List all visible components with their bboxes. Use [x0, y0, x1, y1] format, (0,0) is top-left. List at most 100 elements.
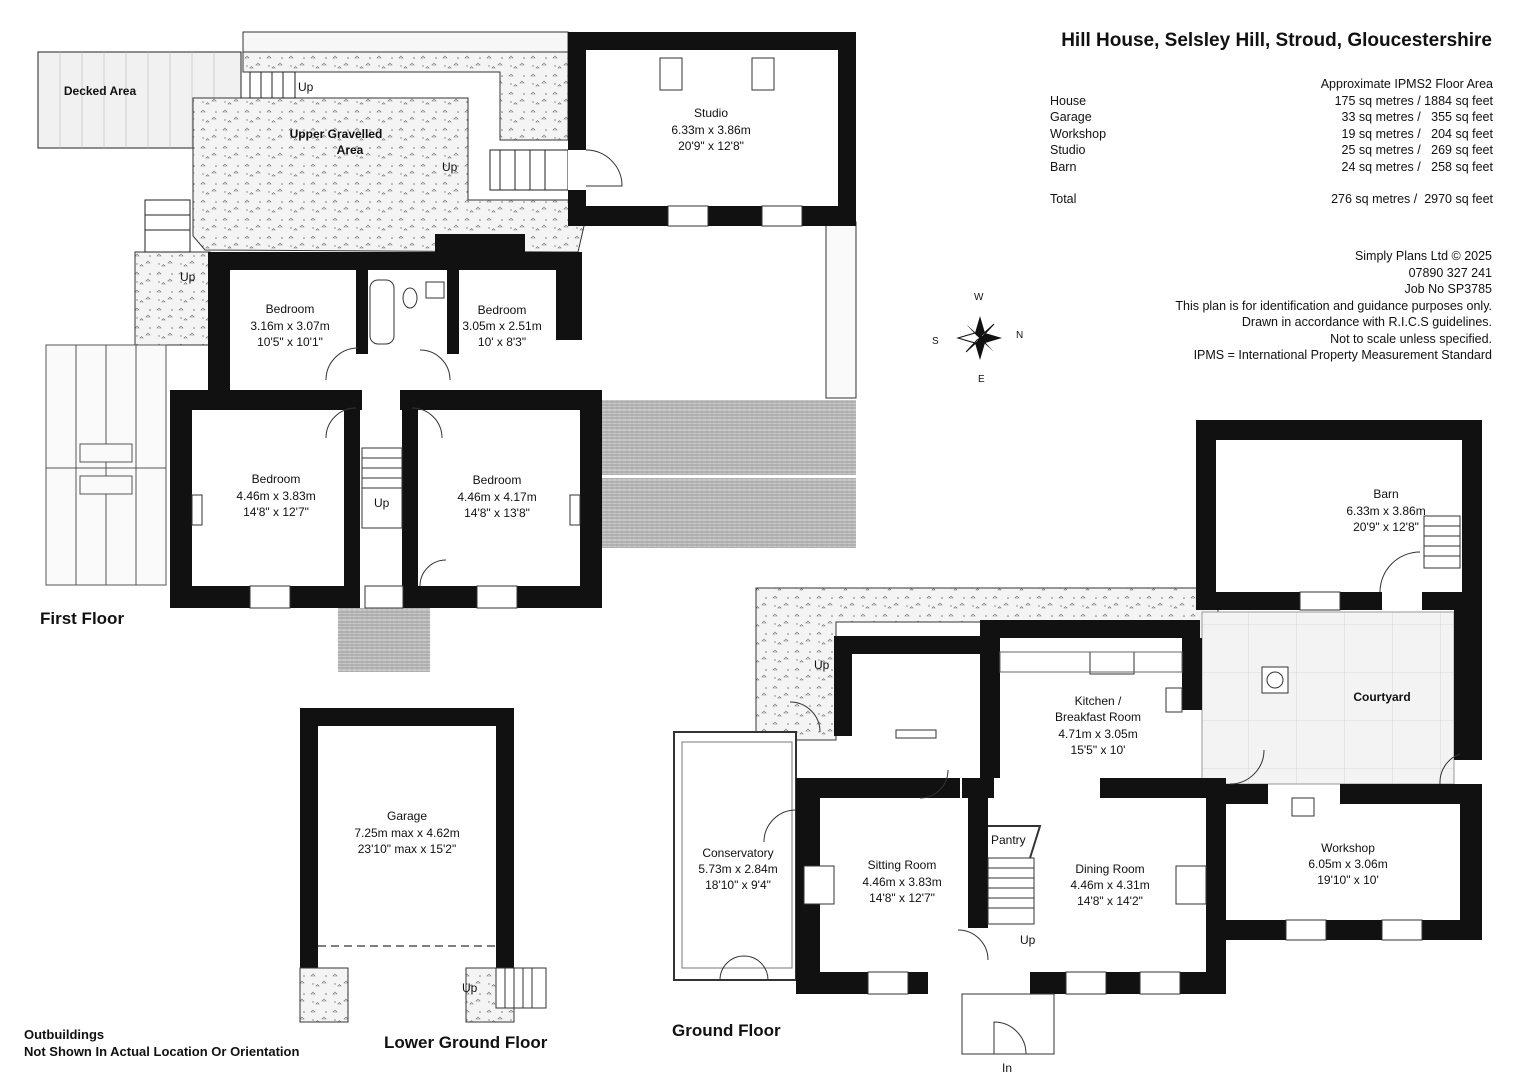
pantry-wall — [988, 825, 1042, 859]
door-swings — [325, 347, 451, 587]
window — [667, 205, 709, 227]
credits-block: Simply Plans Ltd © 2025 07890 327 241 Jo… — [1175, 248, 1492, 364]
garage-name: Garage — [387, 809, 427, 823]
glazed-frame — [45, 344, 167, 586]
entrance-label: In — [1002, 1061, 1012, 1075]
studio-door-gap — [568, 150, 586, 190]
plan-title: Hill House, Selsley Hill, Stroud, Glouce… — [1061, 30, 1492, 51]
bedroom-name: Bedroom — [478, 303, 527, 317]
area-row-value: 19 sq metres / 204 sq feet — [1341, 126, 1493, 141]
courtyard-feature — [1266, 671, 1284, 689]
up-label: Up — [442, 160, 458, 174]
staircase — [361, 447, 403, 529]
fireplace — [803, 865, 835, 905]
sink-icon — [1165, 687, 1183, 713]
hedge — [602, 400, 856, 475]
area-table-heading: Approximate IPMS2 Floor Area — [1320, 77, 1493, 91]
fireplace — [191, 494, 203, 526]
window — [249, 585, 291, 609]
barn-name: Barn — [1373, 487, 1398, 501]
up-label: Up — [1020, 933, 1036, 947]
fireplace — [1175, 865, 1207, 905]
area-row-name: Studio — [1050, 143, 1086, 157]
door-swing — [585, 149, 623, 187]
courtyard — [1201, 611, 1455, 785]
windows — [867, 591, 1423, 995]
area-row: Studio 25 sq metres / 269 sq feet — [1050, 142, 1493, 159]
bedroom-metric: 4.46m x 4.17m — [457, 490, 536, 504]
company-phone: 07890 327 241 — [1408, 265, 1492, 280]
kitchen-counter — [999, 651, 1183, 673]
sink-icon — [1291, 797, 1315, 817]
ground-floor-walls — [796, 420, 1482, 994]
hedge — [338, 608, 430, 672]
deck-boards — [59, 52, 215, 148]
ipms-note: IPMS = International Property Measuremen… — [1193, 348, 1492, 362]
lower-ground-floor: Garage 7.25m max x 4.62m 23'10" max x 15… — [299, 708, 548, 1052]
disclaimer: Not to scale unless specified. — [1330, 331, 1492, 346]
kitchen-metric: 4.71m x 3.05m — [1058, 727, 1137, 741]
basin-icon — [425, 281, 445, 299]
studio-walls — [568, 32, 856, 226]
window — [761, 205, 803, 227]
area-row-value: 25 sq metres / 269 sq feet — [1341, 143, 1493, 157]
bedroom-imperial: 14'8" x 13'8" — [464, 506, 530, 520]
garage-imperial: 23'10" max x 15'2" — [358, 842, 457, 856]
disclaimer: This plan is for identification and guid… — [1175, 298, 1492, 313]
fireplace — [569, 494, 581, 526]
top-boundary-wall — [242, 31, 569, 53]
area-total-value: 276 sq metres / 2970 sq feet — [1331, 192, 1493, 206]
conservatory-metric: 5.73m x 2.84m — [698, 862, 777, 876]
bedroom-name: Bedroom — [266, 302, 315, 316]
entrance-porch — [961, 993, 1055, 1055]
courtyard-label: Courtyard — [1353, 690, 1410, 704]
garage-metric: 7.25m max x 4.62m — [354, 826, 459, 840]
roof-light — [659, 57, 683, 91]
gravel-area-label: Area — [337, 143, 364, 157]
side-gravel-strip — [134, 251, 211, 346]
compass-rose-icon: W N S E — [932, 292, 1023, 385]
window — [476, 585, 518, 609]
up-label: Up — [180, 270, 196, 284]
garage-walls — [300, 708, 514, 970]
ground-floor: Barn 6.33m x 3.86m 20'9" x 12'8" Courtya… — [672, 420, 1482, 1075]
area-row: Workshop 19 sq metres / 204 sq feet — [1050, 126, 1493, 143]
dining-room-name: Dining Room — [1075, 862, 1144, 876]
lower-ground-label: Lower Ground Floor — [384, 1033, 548, 1052]
barn-stairs — [1423, 515, 1461, 569]
garage-floor — [318, 726, 498, 946]
up-label: Up — [462, 981, 478, 995]
decked-area-label: Decked Area — [64, 84, 137, 98]
bedroom-imperial: 14'8" x 12'7" — [243, 505, 309, 519]
toilet-icon — [402, 287, 418, 309]
barn-metric: 6.33m x 3.86m — [1346, 504, 1425, 518]
workshop-imperial: 19'10" x 10' — [1317, 873, 1379, 887]
area-row-name: Workshop — [1050, 126, 1107, 141]
outbuildings-note: Outbuildings Not Shown In Actual Locatio… — [24, 1026, 299, 1060]
conservatory-name: Conservatory — [702, 846, 773, 860]
studio-floor — [586, 50, 838, 206]
conservatory-inner — [681, 741, 793, 969]
workshop-metric: 6.05m x 3.06m — [1308, 857, 1387, 871]
note-line: Not Shown In Actual Location Or Orientat… — [24, 1044, 300, 1059]
kitchen-imperial: 15'5" x 10' — [1071, 743, 1126, 757]
garden-steps — [144, 71, 569, 253]
bedroom-imperial: 10' x 8'3" — [478, 335, 526, 349]
first-floor-label: First Floor — [40, 609, 124, 628]
bedroom-name: Bedroom — [252, 472, 301, 486]
courtyard-feature — [1261, 666, 1289, 694]
gravel-area-label: Upper Gravelled — [290, 127, 383, 141]
area-row-value: 175 sq metres / 1884 sq feet — [1334, 93, 1493, 108]
staircase — [987, 857, 1035, 925]
garage-wall-ends — [299, 967, 349, 1023]
up-label: Up — [374, 496, 390, 510]
boundary-wall — [825, 221, 857, 399]
workshop-name: Workshop — [1321, 841, 1375, 855]
area-total-name: Total — [1050, 192, 1077, 206]
area-total-row: Total 276 sq metres / 2970 sq feet — [1050, 191, 1493, 208]
up-label: Up — [814, 658, 830, 672]
dining-room-imperial: 14'8" x 14'2" — [1077, 894, 1143, 908]
